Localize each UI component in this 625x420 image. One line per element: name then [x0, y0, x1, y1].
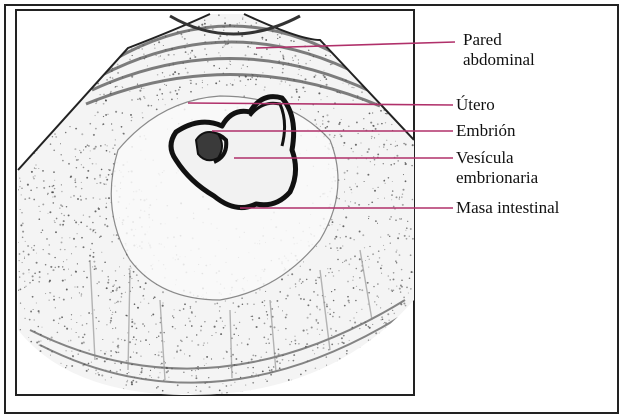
label-masa-intestinal: Masa intestinal [456, 198, 560, 217]
label-embrion: Embrión [456, 121, 516, 140]
label-utero: Útero [456, 95, 495, 114]
embryo [196, 132, 222, 160]
